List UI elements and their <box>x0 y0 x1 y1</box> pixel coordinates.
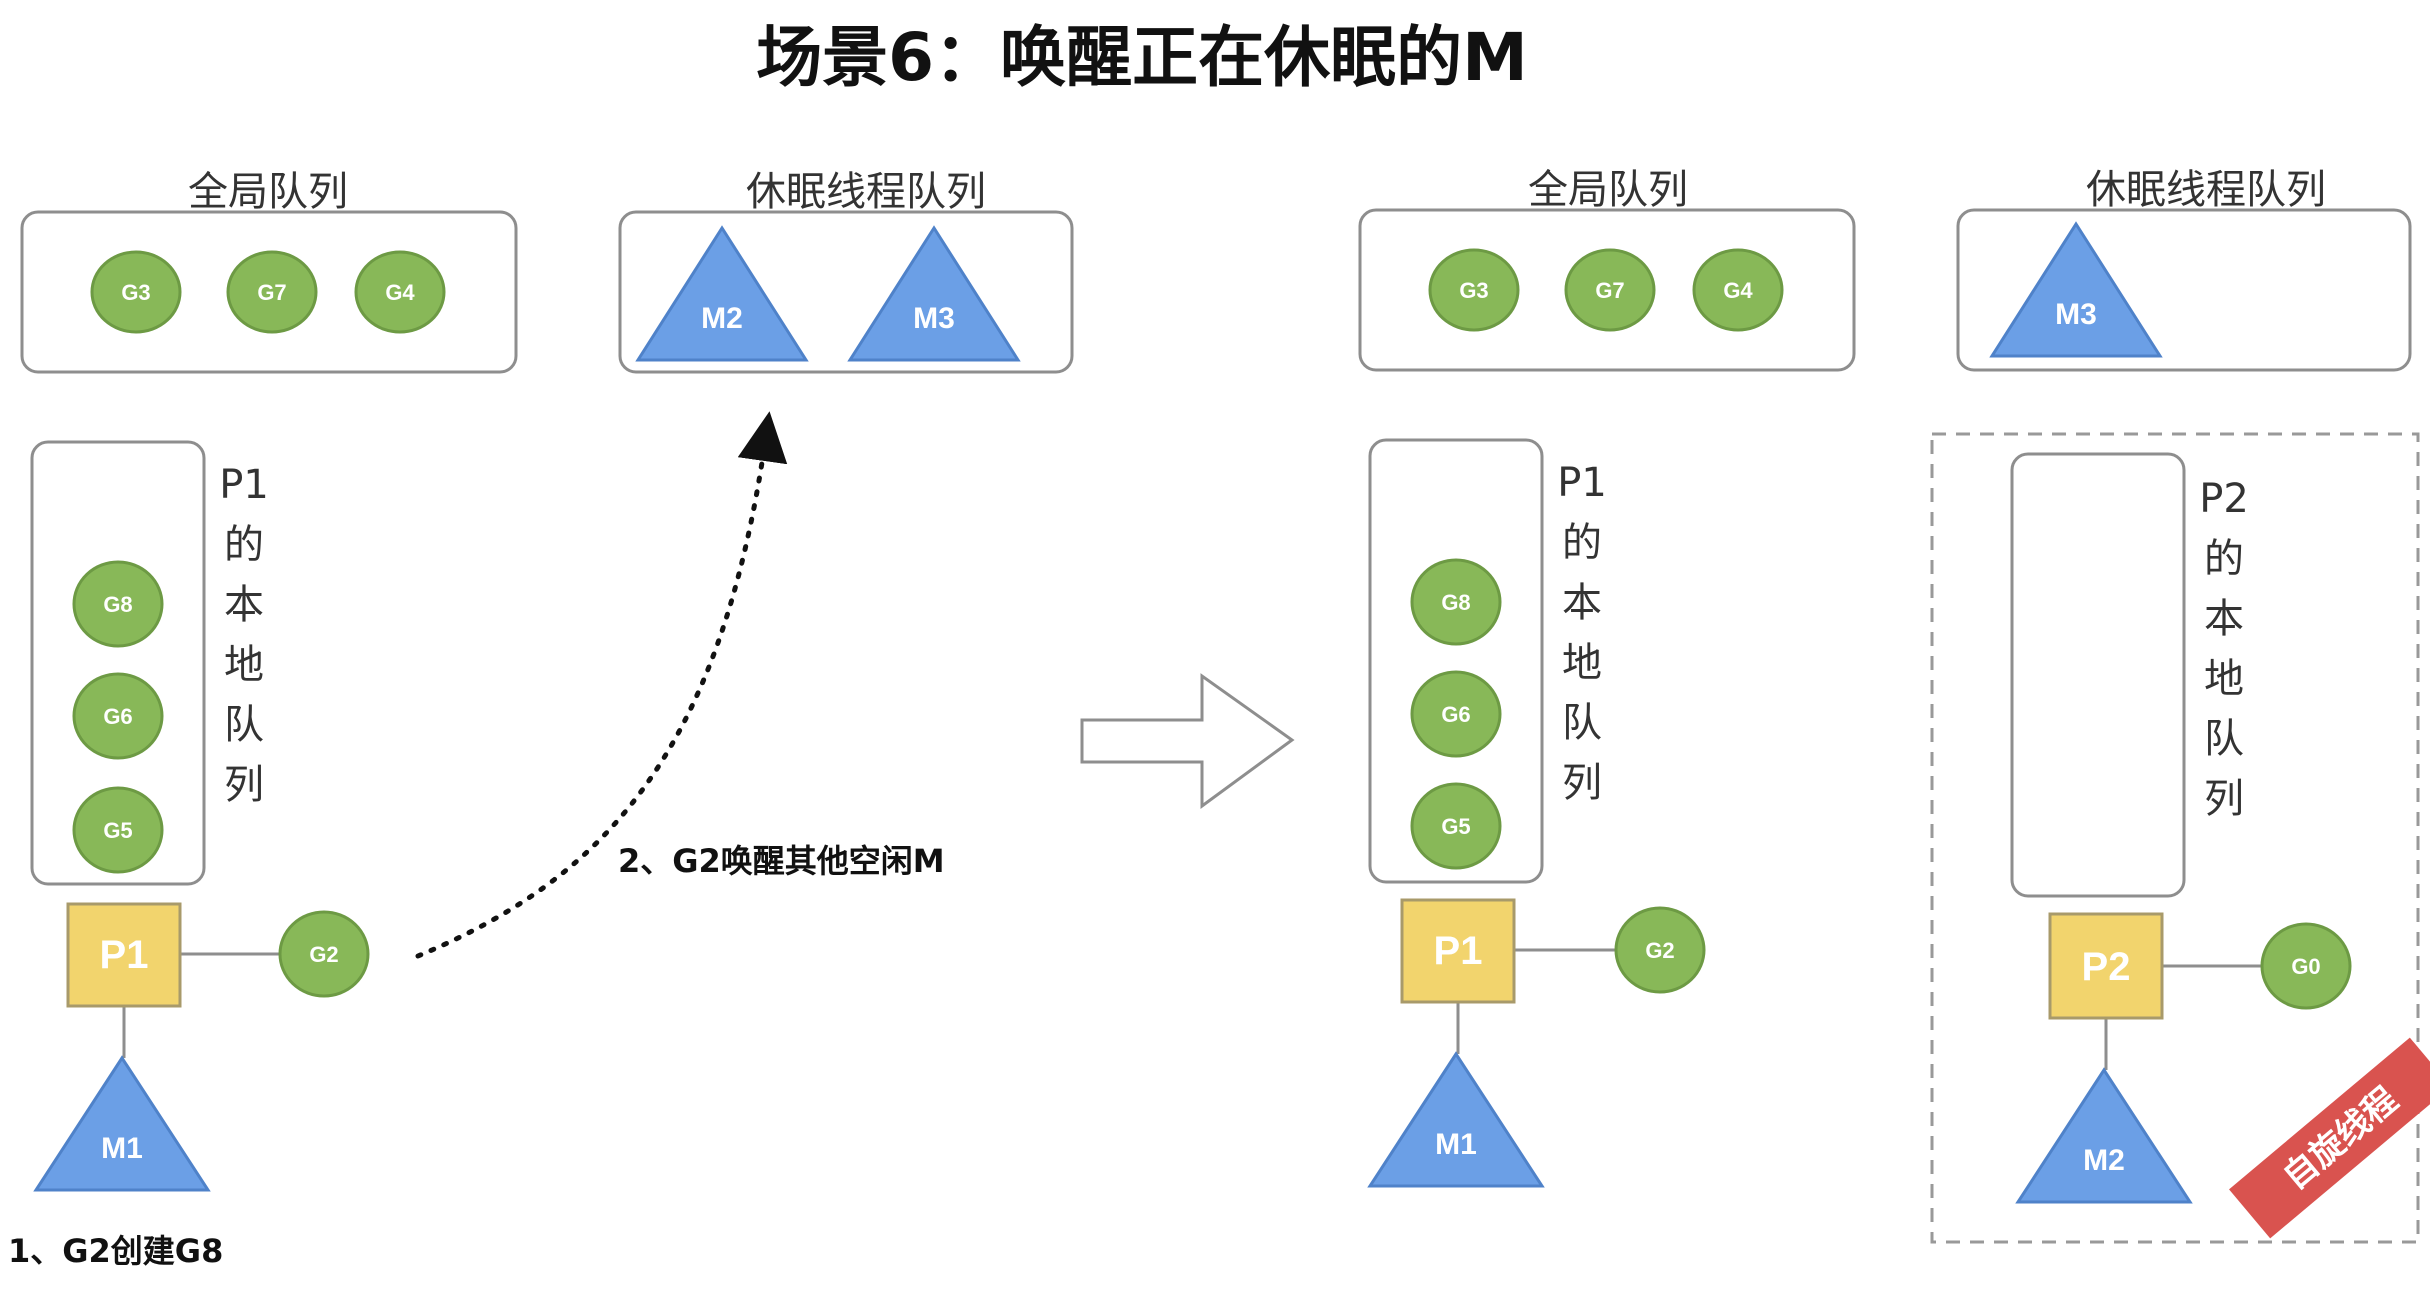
svg-text:G7: G7 <box>257 280 286 305</box>
wake-arrow <box>415 411 788 959</box>
local-queue-label-after: P1 的 本 地 队 列 <box>1557 460 1607 806</box>
svg-text:G4: G4 <box>1723 278 1753 303</box>
svg-text:P2: P2 <box>2082 945 2131 989</box>
goroutine-g0: G0 <box>2260 922 2352 1010</box>
svg-text:G8: G8 <box>103 592 132 617</box>
processor-p1-after: P1 <box>1400 898 1516 1004</box>
goroutine-g2: G2 <box>278 910 370 998</box>
svg-text:本: 本 <box>2204 596 2244 642</box>
global-queue-label: 全局队列 <box>188 169 348 215</box>
transition-arrow-icon <box>1080 673 1295 809</box>
svg-text:列: 列 <box>224 762 264 808</box>
svg-text:地: 地 <box>224 642 264 688</box>
local-queue-box <box>30 440 206 886</box>
goroutine-g3: G3 <box>90 250 182 334</box>
goroutine-g5: G5 <box>72 786 164 874</box>
local-queue-label: P1 的 本 地 队 列 <box>219 462 269 808</box>
svg-text:P1: P1 <box>1434 929 1483 973</box>
svg-text:队: 队 <box>224 702 264 748</box>
goroutine-g3-after: G3 <box>1428 248 1520 332</box>
machine-m3-sleeping: M3 <box>847 225 1021 362</box>
goroutine-g6-after: G6 <box>1410 670 1502 758</box>
machine-m3-sleeping-after: M3 <box>1989 221 2163 358</box>
svg-text:G6: G6 <box>103 704 132 729</box>
svg-text:P2: P2 <box>2199 476 2249 522</box>
goroutine-g8-after: G8 <box>1410 558 1502 646</box>
goroutine-g8: G8 <box>72 560 164 648</box>
svg-text:G6: G6 <box>1441 702 1470 727</box>
machine-m2-spinning: M2 <box>2015 1067 2193 1204</box>
svg-text:的: 的 <box>224 522 264 568</box>
goroutine-g5-after: G5 <box>1410 782 1502 870</box>
svg-text:G8: G8 <box>1441 590 1470 615</box>
svg-text:M3: M3 <box>913 302 955 335</box>
spinning-thread-stamp: 自旋线程 <box>2229 1037 2430 1239</box>
local-queue-box-after <box>1368 438 1544 884</box>
svg-text:G3: G3 <box>1459 278 1488 303</box>
svg-text:的: 的 <box>2204 536 2244 582</box>
svg-text:M3: M3 <box>2055 298 2097 331</box>
global-queue-label-after: 全局队列 <box>1528 167 1688 213</box>
goroutine-g4: G4 <box>354 250 446 334</box>
svg-text:G7: G7 <box>1595 278 1624 303</box>
step-2-caption: 2、G2唤醒其他空闲M <box>618 842 945 880</box>
page-title: 场景6：唤醒正在休眠的M <box>756 19 1528 96</box>
p2-local-queue-label: P2 的 本 地 队 列 <box>2199 476 2249 822</box>
svg-text:G2: G2 <box>1645 938 1674 963</box>
svg-text:M1: M1 <box>101 1132 143 1165</box>
svg-text:地: 地 <box>2204 656 2244 702</box>
goroutine-g6: G6 <box>72 672 164 760</box>
machine-m1-after: M1 <box>1367 1051 1545 1188</box>
sleep-queue-label-after: 休眠线程队列 <box>2086 167 2326 213</box>
svg-text:G2: G2 <box>309 942 338 967</box>
svg-text:P1: P1 <box>219 462 269 508</box>
svg-text:G3: G3 <box>121 280 150 305</box>
svg-text:列: 列 <box>2204 776 2244 822</box>
goroutine-g7: G7 <box>226 250 318 334</box>
svg-text:M2: M2 <box>2083 1144 2125 1177</box>
svg-text:本: 本 <box>1562 580 1602 626</box>
spinning-thread-region <box>1930 432 2420 1244</box>
processor-p1: P1 <box>66 902 182 1008</box>
svg-text:的: 的 <box>1562 520 1602 566</box>
p2-local-queue-box <box>2010 452 2186 898</box>
processor-p2: P2 <box>2048 912 2164 1020</box>
svg-text:P1: P1 <box>100 933 149 977</box>
svg-text:本: 本 <box>224 582 264 628</box>
svg-text:M1: M1 <box>1435 1128 1477 1161</box>
svg-text:队: 队 <box>2204 716 2244 762</box>
svg-text:G4: G4 <box>385 280 415 305</box>
machine-m1: M1 <box>33 1055 211 1192</box>
svg-text:列: 列 <box>1562 760 1602 806</box>
svg-text:地: 地 <box>1562 640 1602 686</box>
svg-text:M2: M2 <box>701 302 743 335</box>
goroutine-g2-after: G2 <box>1614 906 1706 994</box>
sleep-queue-label: 休眠线程队列 <box>746 169 986 215</box>
svg-text:P1: P1 <box>1557 460 1607 506</box>
svg-text:G5: G5 <box>103 818 132 843</box>
step-1-caption: 1、G2创建G8 <box>8 1232 223 1270</box>
svg-text:队: 队 <box>1562 700 1602 746</box>
goroutine-g4-after: G4 <box>1692 248 1784 332</box>
svg-text:G5: G5 <box>1441 814 1470 839</box>
svg-text:G0: G0 <box>2291 954 2320 979</box>
machine-m2-sleeping: M2 <box>635 225 809 362</box>
goroutine-g7-after: G7 <box>1564 248 1656 332</box>
